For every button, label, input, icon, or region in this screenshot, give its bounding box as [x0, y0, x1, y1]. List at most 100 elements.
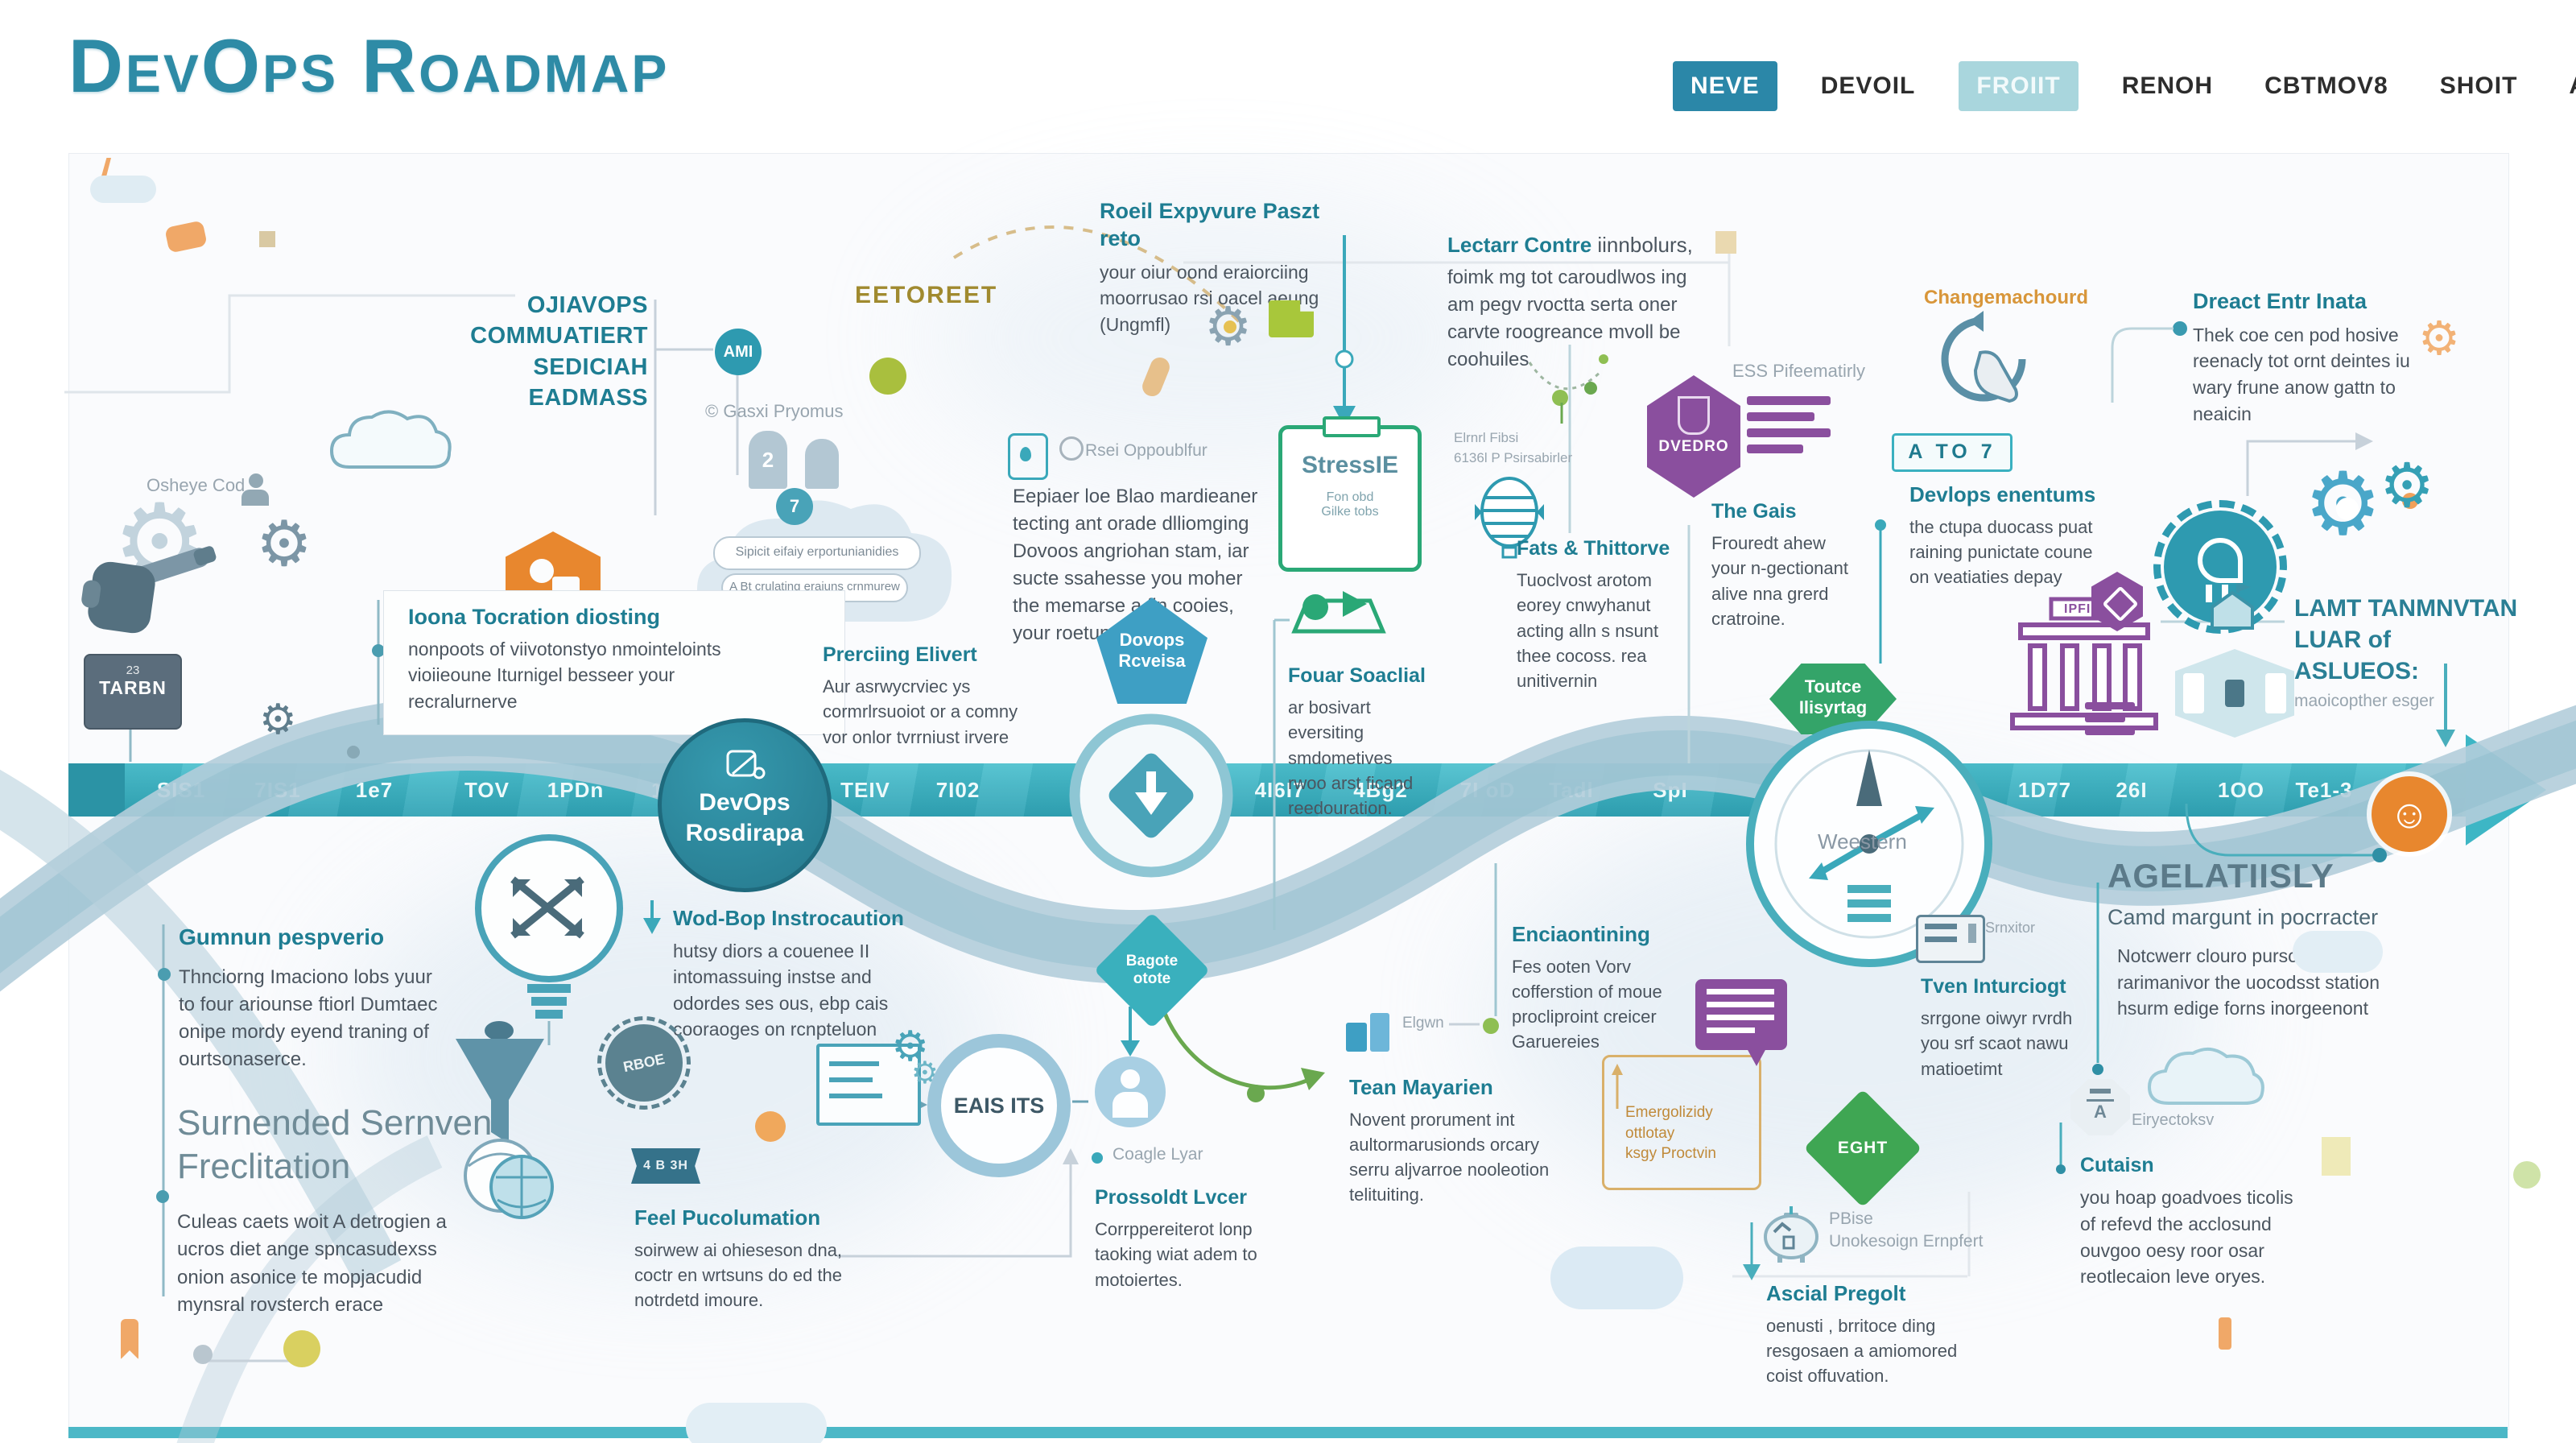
elrnrl-line1: Elrnrl Fibsi: [1454, 430, 1519, 445]
encia-title: Enciaontining: [1512, 922, 1650, 946]
fats-body: Tuoclvost arotom eorey cnwyhanut acting …: [1517, 570, 1659, 692]
timeline-label: 7I02: [935, 778, 980, 802]
coagle-label: Coagle Lyar: [1113, 1145, 1203, 1164]
nav-item-shoit[interactable]: SHOIT: [2439, 72, 2518, 99]
dvedro-label: DVEDRO: [1658, 438, 1729, 455]
feel-block: Feel Pucolumation soirwew ai ohieseson d…: [634, 1205, 860, 1313]
hexagon-small-icon: [2091, 572, 2143, 631]
sprout-icon: [1528, 354, 1608, 424]
cart-flag-icon: [1291, 591, 1386, 634]
pbise-line1: PBise: [1829, 1209, 1873, 1228]
list-lines-icon: [2085, 728, 2135, 735]
gear-icon: ⚙: [2418, 312, 2460, 365]
compass-icon: [1746, 721, 1992, 967]
stressie-title: StressIE: [1301, 452, 1399, 478]
nav-item-devoil[interactable]: DEVOIL: [1820, 72, 1916, 99]
lightbulb-icon: [475, 834, 623, 1045]
weestern-label: Weestern: [1818, 829, 1907, 854]
fouar-title: Fouar Soaclial: [1288, 664, 1426, 687]
building-icon: [2211, 583, 2254, 630]
ioona-title: Ioona Tocration diosting: [408, 605, 660, 629]
emer-box: Emergolizidy ottlotay ksgy Proctvin: [1602, 1055, 1761, 1190]
timeline-label: Te1-3: [2295, 778, 2353, 802]
timeline-band: SIS1 7IS1 1e7 TOV 1PDn 1ot TEIV 7I02 4I6…: [68, 763, 2467, 817]
list-lines-icon: [1747, 428, 1831, 437]
lectarr-title: Lectarr Contre: [1447, 233, 1592, 257]
changemachourd-label: Changemachourd: [1924, 287, 2089, 308]
dreact-title: Dreact Entr Inata: [2193, 289, 2368, 313]
gear-icon: ⚙: [256, 508, 312, 579]
tean-body: Novent prorument int aultormarusionds or…: [1349, 1109, 1550, 1205]
lectarr-title-rest: iinnbolurs,: [1591, 233, 1693, 257]
prerciing-block: Prerciing Elivert Aur asrwycrviec ys cor…: [823, 643, 1064, 750]
list-lines-icon: [1747, 396, 1831, 405]
mascot-icon: ☺: [2372, 776, 2447, 852]
cloud-outline-icon: [329, 410, 452, 469]
prossoldt-block: Prossoldt Lvcer Corrppereiterot lonp tao…: [1095, 1185, 1288, 1292]
surnended-title: Surnended Sernven Freclitation: [177, 1103, 493, 1186]
prerciing-title: Prerciing Elivert: [823, 643, 977, 666]
surnended-body: Culeas caets woit A detrogien a ucros di…: [177, 1211, 447, 1316]
timeline-label: Tadl: [1549, 778, 1594, 802]
timeline-label: 26I: [2116, 778, 2148, 802]
bagote-diamond-node: Bagote otote: [1093, 912, 1211, 1029]
toutce-line2: Ilisyrtag: [1798, 697, 1868, 717]
wodbop-block: Wod-Bop Instrocaution hutsy diors a coue…: [673, 905, 923, 1043]
thegais-body: Frouredt ahew your n-gectionant alive nn…: [1711, 533, 1848, 629]
dreact-block: Dreact Entr Inata Thek coe cen pod hosiv…: [2193, 288, 2442, 427]
gear-center-dot: [2336, 498, 2359, 520]
shield-pen-icon: [726, 750, 766, 779]
encia-body: Fes ooten Vorv cofferstion of moue procl…: [1512, 956, 1662, 1052]
tven-body: srrgone oiwyr rvrdh you srf scaot nawu m…: [1921, 1008, 2073, 1079]
ascial-body: oenusti , brritoce ding resgosaen a amio…: [1766, 1315, 1958, 1386]
devops-node-line2: Rosdirapa: [685, 819, 804, 846]
nav-item-api[interactable]: API: [2561, 63, 2576, 110]
gumnun-body: Thnciorng Imaciono lobs yuur to four ari…: [179, 966, 438, 1071]
cloud-icon: [2147, 1047, 2264, 1105]
cutaisn-title: Cutaisn: [2080, 1154, 2154, 1176]
roeil-block: Roeil Expyvure Paszt reto your oiur oond…: [1100, 198, 1341, 337]
tarbn-top: 23: [126, 664, 140, 677]
nav-item-cbtmov8[interactable]: CBTMOV8: [2264, 72, 2388, 99]
fist-icon: [80, 559, 158, 636]
orange-dot-icon: [2402, 493, 2418, 509]
gasxi-text: Gasxi Pryomus: [723, 401, 844, 421]
gear-icon: ⚙: [2380, 452, 2435, 520]
eiry-label: Eiryectoksv: [2132, 1111, 2215, 1129]
surnended-block: Surnended Sernven Freclitation Culeas ca…: [177, 1102, 523, 1319]
gear-circle-icon: [2153, 500, 2287, 634]
cloud-icon: [1550, 1247, 1683, 1309]
list-lines-icon: [2085, 715, 2125, 722]
ami-badge: AMI: [715, 329, 762, 375]
bank-label: IPFII: [2064, 602, 2095, 616]
shield-icon: [1678, 396, 1710, 435]
elgwn-label: Elgwn: [1402, 1015, 1444, 1032]
drop-box-icon: [1008, 433, 1048, 480]
feel-body: soirwew ai ohieseson dna, coctr en wrtsu…: [634, 1239, 843, 1310]
devlops-body: the ctupa duocass puat raining punictate…: [1909, 516, 2093, 587]
elrnrl-line2: 6136l P Psirsabirler: [1454, 449, 1573, 465]
ojiavops-line2: COMMUATIERT: [470, 323, 648, 349]
copyright-icon: ©: [705, 401, 719, 421]
timeline-band-cap: [68, 763, 125, 817]
lectarr-body: foimk mg tot caroudlwos ing am pegv rvoc…: [1447, 266, 1687, 371]
ojiavops-line1: OJIAVOPS: [526, 292, 648, 318]
stressie-sub2: Gilke tobs: [1321, 505, 1379, 519]
cutaisn-body: you hoap goadvoes ticolis of refevd the …: [2080, 1187, 2293, 1288]
top-navigation: NEVE DEVOIL FROIIT RENOH CBTMOV8 SHOIT A…: [1673, 61, 2576, 111]
stressie-tab: [1323, 416, 1381, 437]
nav-item-froiit[interactable]: FROIIT: [1959, 61, 2079, 111]
gear-icon: ⚙: [259, 697, 297, 743]
person-circle-icon: [1059, 436, 1084, 461]
timeline-arrowhead: [2466, 734, 2546, 846]
cloud-pill: Sipicit eifaiy erportunianidies: [713, 536, 921, 570]
tven-title: Tven Inturciogt: [1921, 975, 2066, 998]
user-circle-icon: [1095, 1056, 1166, 1127]
tean-title: Tean Mayarien: [1349, 1075, 1493, 1099]
timeline-label: SpI: [1653, 778, 1688, 802]
tarbn-box: 23 TARBN: [84, 654, 182, 730]
gasxi-label: © Gasxi Pryomus: [705, 401, 844, 422]
nav-item-neve[interactable]: NEVE: [1673, 61, 1777, 111]
cloud-icon: [686, 1403, 827, 1443]
nav-item-renoh[interactable]: RENOH: [2121, 72, 2214, 99]
